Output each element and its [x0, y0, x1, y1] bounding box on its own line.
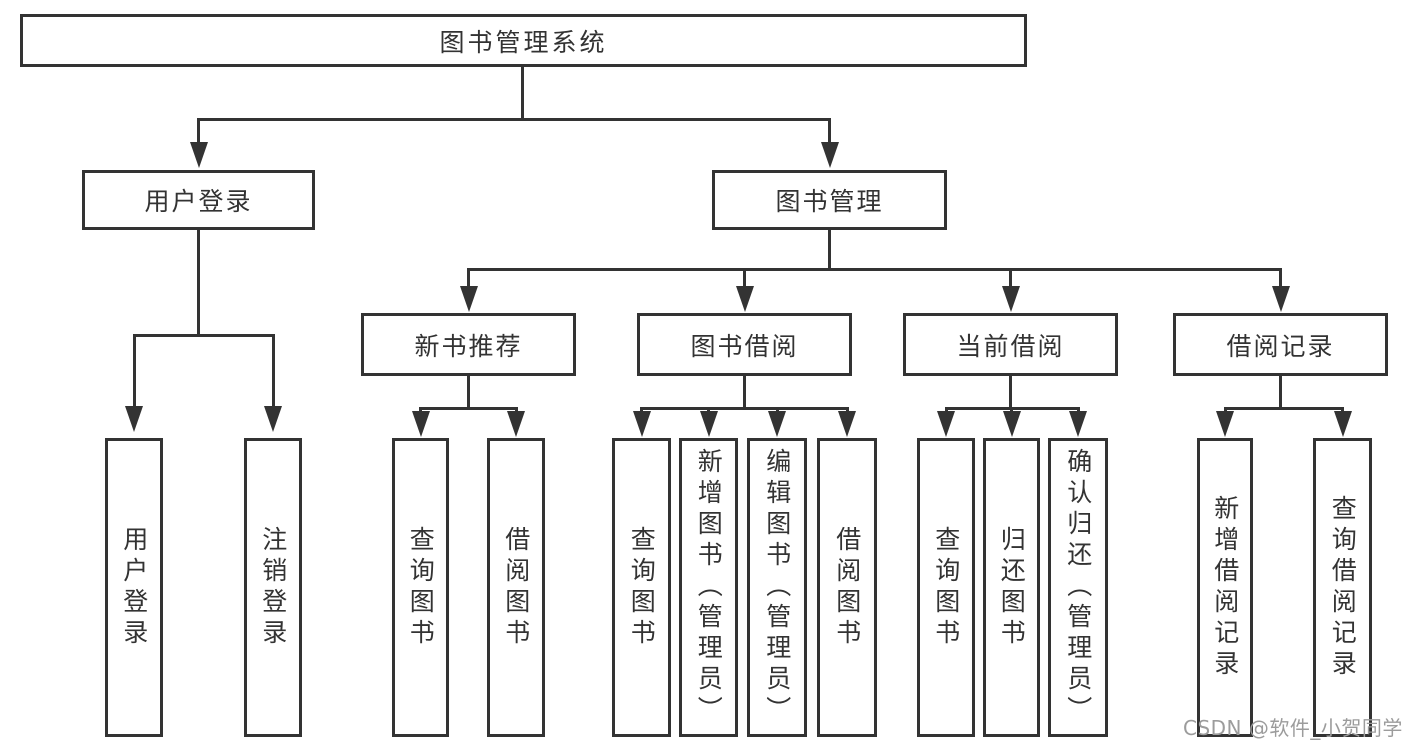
leaf-query-books-2-label: 查询图书	[627, 525, 657, 650]
leaf-edit-book-admin-label: 编辑图书（管理员）	[762, 448, 792, 727]
connector-line	[467, 374, 470, 409]
leaf-confirm-return-admin: 确认归还（管理员）	[1048, 438, 1108, 737]
connector-line	[132, 334, 275, 337]
leaf-add-book-admin: 新增图书（管理员）	[679, 438, 738, 737]
leaf-add-borrow-record-label: 新增借阅记录	[1210, 494, 1240, 681]
arrowhead-icon	[1333, 411, 1352, 437]
leaf-confirm-return-admin-label: 确认归还（管理员）	[1063, 448, 1093, 727]
connector-line	[132, 334, 136, 408]
arrowhead-icon	[1216, 411, 1234, 437]
connector-line	[640, 407, 848, 410]
arrowhead-icon	[1002, 411, 1021, 437]
node-new-book-recommend: 新书推荐	[361, 313, 576, 376]
leaf-return-book: 归还图书	[983, 438, 1040, 737]
connector-line	[828, 227, 831, 271]
arrowhead-icon	[1271, 286, 1290, 312]
connector-line	[1279, 374, 1282, 409]
csdn-watermark: CSDN @软件_小贺同学	[1183, 716, 1403, 740]
arrowhead-icon	[632, 411, 651, 437]
connector-line	[197, 227, 200, 337]
connector-line	[1009, 374, 1012, 409]
arrowhead-icon	[735, 286, 754, 312]
leaf-return-book-label: 归还图书	[997, 525, 1027, 650]
arrowhead-icon	[459, 286, 478, 312]
leaf-user-login: 用户登录	[105, 438, 163, 737]
arrowhead-icon	[768, 411, 786, 437]
leaf-query-books-2: 查询图书	[612, 438, 671, 737]
connector-line	[1009, 268, 1012, 288]
arrowhead-icon	[411, 411, 430, 437]
connector-line	[467, 268, 470, 288]
leaf-query-books-1: 查询图书	[392, 438, 449, 737]
arrowhead-icon	[189, 142, 208, 168]
leaf-borrow-books-2-label: 借阅图书	[832, 525, 862, 650]
arrowhead-icon	[838, 411, 856, 437]
connector-line	[743, 374, 746, 409]
leaf-add-borrow-record: 新增借阅记录	[1197, 438, 1253, 737]
connector-line	[743, 268, 746, 288]
root-node-library-system: 图书管理系统	[20, 14, 1027, 67]
connector-line	[197, 118, 200, 144]
node-book-borrow: 图书借阅	[637, 313, 852, 376]
leaf-edit-book-admin: 编辑图书（管理员）	[747, 438, 807, 737]
connector-line	[1279, 268, 1282, 288]
node-current-borrow: 当前借阅	[903, 313, 1118, 376]
connector-line	[521, 66, 524, 120]
leaf-logout-label: 注销登录	[258, 525, 288, 650]
arrowhead-icon	[1001, 286, 1020, 312]
leaf-borrow-books-1: 借阅图书	[487, 438, 545, 737]
leaf-add-book-admin-label: 新增图书（管理员）	[694, 448, 724, 727]
leaf-query-books-3: 查询图书	[917, 438, 975, 737]
leaf-borrow-books-2: 借阅图书	[817, 438, 877, 737]
leaf-query-borrow-record: 查询借阅记录	[1313, 438, 1372, 737]
arrowhead-icon	[1069, 411, 1087, 437]
arrowhead-icon	[820, 142, 839, 168]
arrowhead-icon	[937, 411, 955, 437]
arrowhead-icon	[125, 406, 143, 432]
connector-line	[197, 118, 831, 121]
leaf-query-books-3-label: 查询图书	[931, 525, 961, 650]
connector-line	[467, 268, 1282, 271]
leaf-user-login-label: 用户登录	[119, 525, 149, 650]
connector-line	[419, 407, 518, 410]
arrowhead-icon	[264, 406, 282, 432]
leaf-query-borrow-record-label: 查询借阅记录	[1328, 494, 1358, 681]
leaf-borrow-books-1-label: 借阅图书	[501, 525, 531, 650]
node-user-login: 用户登录	[82, 170, 315, 230]
arrowhead-icon	[507, 411, 525, 437]
arrowhead-icon	[699, 411, 718, 437]
connector-line	[271, 334, 275, 408]
connector-line	[1223, 407, 1344, 410]
node-book-management: 图书管理	[712, 170, 947, 230]
leaf-query-books-1-label: 查询图书	[406, 525, 436, 650]
connector-line	[828, 118, 831, 144]
node-borrow-records: 借阅记录	[1173, 313, 1388, 376]
leaf-logout: 注销登录	[244, 438, 302, 737]
